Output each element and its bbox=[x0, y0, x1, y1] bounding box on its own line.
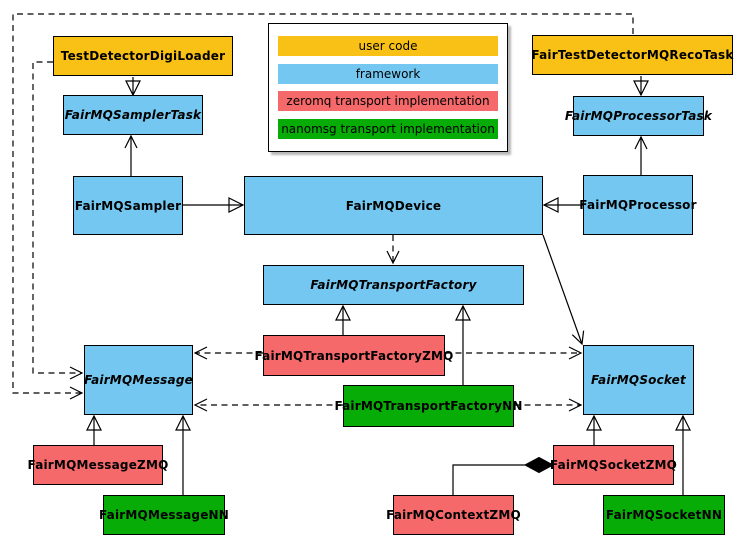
legend-item-framework: framework bbox=[278, 63, 498, 84]
class-label: FairMQMessageNN bbox=[98, 508, 230, 522]
dependency-arrow-recotask-message bbox=[12, 13, 634, 400]
class-box-fairmqmessagenn: FairMQMessageNN bbox=[99, 495, 229, 535]
class-box-fairmqprocessortask: FairMQProcessorTask bbox=[565, 96, 712, 136]
class-box-fairmqtransportfactory: FairMQTransportFactory bbox=[263, 265, 524, 305]
class-label: FairMQDevice bbox=[345, 198, 442, 213]
class-box-fairmqsocket: FairMQSocket bbox=[583, 345, 694, 415]
composition-diamond-icon bbox=[523, 456, 555, 474]
class-label: FairMQTransportFactoryZMQ bbox=[254, 348, 454, 363]
class-label: FairMQSocketNN bbox=[605, 508, 723, 522]
class-box-fairmqsocketzmq: FairMQSocketZMQ bbox=[549, 445, 678, 485]
class-label: FairMQContextZMQ bbox=[386, 508, 521, 522]
class-box-fairmqmessagezmq: FairMQMessageZMQ bbox=[28, 445, 168, 485]
class-label: FairMQSamplerTask bbox=[64, 108, 202, 122]
class-label: FairMQProcessorTask bbox=[564, 109, 713, 123]
class-label: FairTestDetectorMQRecoTask bbox=[531, 48, 734, 62]
class-box-fairmqsampler: FairMQSampler bbox=[73, 176, 183, 235]
class-label: FairMQTransportFactory bbox=[310, 278, 477, 292]
class-box-fairmqtransportfactorynn: FairMQTransportFactoryNN bbox=[334, 385, 522, 427]
class-label: FairMQSampler bbox=[74, 198, 182, 213]
legend: user code framework zeromq transport imp… bbox=[268, 23, 508, 152]
class-box-fairmqtransportfactoryzmq: FairMQTransportFactoryZMQ bbox=[254, 335, 453, 376]
legend-item-nanomsg: nanomsg transport implementation bbox=[278, 118, 498, 139]
legend-item-user-code: user code bbox=[278, 36, 498, 56]
class-box-fairtestdetectormqrecotask: FairTestDetectorMQRecoTask bbox=[531, 35, 734, 75]
class-label: FairMQProcessor bbox=[579, 198, 697, 212]
class-box-fairmqmessage: FairMQMessage bbox=[84, 345, 193, 415]
class-box-fairmqsocketnn: FairMQSocketNN bbox=[603, 495, 725, 535]
class-label: TestDetectorDigiLoader bbox=[60, 49, 226, 63]
association-arrow-device-socket bbox=[542, 234, 585, 346]
class-label: FairMQTransportFactoryNN bbox=[334, 399, 523, 413]
class-box-testdetectordigiloader: TestDetectorDigiLoader bbox=[53, 36, 233, 76]
class-label: FairMQSocketZMQ bbox=[549, 458, 678, 472]
class-label: FairMQSocket bbox=[591, 373, 686, 387]
class-label: FairMQMessage bbox=[84, 373, 193, 387]
class-box-fairmqcontextzmq: FairMQContextZMQ bbox=[386, 495, 521, 535]
class-box-fairmqdevice: FairMQDevice bbox=[244, 176, 543, 235]
class-box-fairmqsamplertask: FairMQSamplerTask bbox=[63, 95, 203, 135]
legend-item-zeromq: zeromq transport implementation bbox=[278, 91, 498, 112]
class-box-fairmqprocessor: FairMQProcessor bbox=[579, 175, 697, 235]
composition-line-contextzmq-socketzmq bbox=[452, 464, 525, 495]
class-label: FairMQMessageZMQ bbox=[27, 458, 169, 472]
